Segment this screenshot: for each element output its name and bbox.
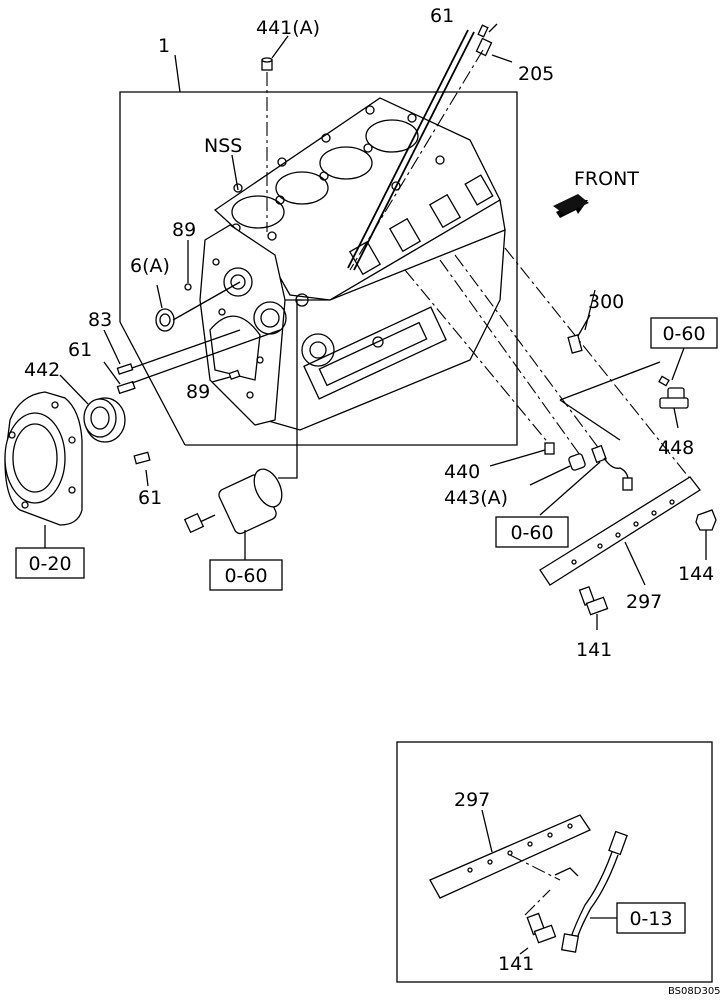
pin-300	[567, 314, 591, 354]
label-443a: 443(A)	[444, 487, 508, 509]
ref-0-60-bottom-label: 0-60	[224, 565, 267, 587]
seal-6a	[155, 281, 241, 332]
plug-440	[489, 442, 555, 467]
cylinder-block	[199, 97, 506, 431]
label-61-top: 61	[430, 5, 454, 27]
label-6a: 6(A)	[130, 255, 170, 277]
leader-lines	[174, 54, 596, 331]
label-inset-297: 297	[454, 789, 490, 811]
label-89-b: 89	[186, 381, 210, 403]
front-arrow-icon	[553, 194, 589, 218]
ref-box-0-60-mid[interactable]: 0-60	[495, 516, 569, 548]
dipstick-tube	[347, 23, 513, 271]
label-441a: 441(A)	[256, 17, 320, 39]
label-300: 300	[588, 291, 624, 313]
ref-0-60-right-label: 0-60	[662, 323, 705, 345]
ref-box-0-60-right[interactable]: 0-60	[650, 317, 718, 381]
ref-0-60-mid-label: 0-60	[510, 522, 553, 544]
sleeve-443a	[529, 453, 586, 486]
label-61-left: 61	[68, 339, 92, 361]
ref-0-20-label: 0-20	[28, 553, 71, 575]
label-144: 144	[678, 563, 714, 585]
inset-detail	[396, 741, 713, 983]
right-dash-lines	[404, 247, 696, 486]
label-141: 141	[576, 639, 612, 661]
plate-297	[539, 476, 701, 586]
plug-441a	[261, 35, 289, 232]
label-83: 83	[88, 309, 112, 331]
label-1: 1	[158, 35, 170, 57]
ref-0-13-label: 0-13	[629, 908, 672, 930]
label-448: 448	[658, 437, 694, 459]
label-front: FRONT	[574, 168, 639, 190]
assembly-frame	[119, 91, 518, 446]
ref-box-0-20[interactable]: 0-20	[15, 525, 85, 579]
bolt-141	[578, 585, 609, 630]
label-61-bottom: 61	[138, 487, 162, 509]
ref-box-0-60-bottom[interactable]: 0-60	[209, 559, 283, 591]
bolt-89	[184, 240, 241, 383]
label-440: 440	[444, 461, 480, 483]
label-nss: NSS	[204, 135, 242, 157]
bolt-448	[658, 375, 689, 429]
label-inset-141: 141	[498, 953, 534, 975]
oil-filter-060	[183, 299, 302, 560]
drawing-code: BS08D305	[668, 986, 721, 997]
label-442: 442	[24, 359, 60, 381]
label-297: 297	[626, 591, 662, 613]
ref-box-0-13[interactable]: 0-13	[616, 902, 686, 934]
oil-seal-442	[59, 374, 126, 443]
part-labels: 1 441(A) 61 205 NSS FRONT 89 6(A) 83 61 …	[24, 5, 714, 661]
sensor-060	[539, 444, 633, 516]
label-205: 205	[518, 63, 554, 85]
nut-144	[695, 509, 717, 560]
label-89-a: 89	[172, 219, 196, 241]
rear-seal-housing	[4, 391, 83, 526]
dowel-pins	[103, 329, 281, 487]
